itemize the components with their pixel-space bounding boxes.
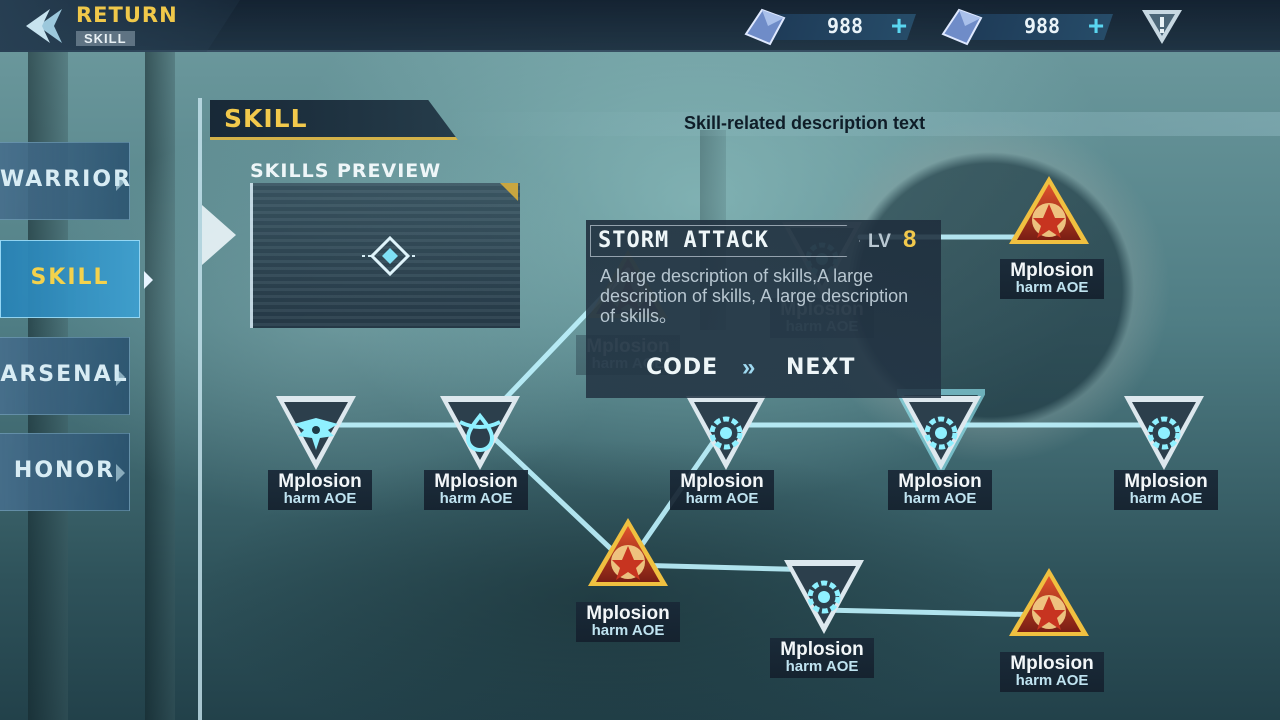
skill-node-name: Mplosion (1010, 260, 1094, 281)
skill-node-tags: harm AOE (439, 490, 513, 507)
skill-node-tags: harm AOE (903, 490, 977, 507)
preview-title: SKILLS PREVIEW (250, 160, 442, 182)
return-button[interactable]: RETURN SKILL (0, 0, 240, 52)
skill-node-name: Mplosion (278, 471, 362, 492)
skill-node-tags: harm AOE (591, 622, 665, 639)
skill-node-name: Mplosion (1010, 653, 1094, 674)
skill-node-name: Mplosion (680, 471, 764, 492)
preview-corner (500, 183, 518, 201)
sidebar-item-arsenal[interactable]: ARSENAL (0, 337, 130, 415)
skill-node-name: Mplosion (780, 639, 864, 660)
skill-node-tags: harm AOE (785, 658, 859, 675)
currency-bar (766, 14, 916, 40)
sidebar-item-label: WARRIOR (0, 167, 133, 192)
add-currency-button[interactable]: + (890, 10, 908, 41)
sidebar-item-label: ARSENAL (0, 362, 129, 387)
skill-node[interactable] (682, 388, 770, 472)
skill-description-caption: Skill-related description text (684, 113, 926, 133)
skill-fire-icon (1009, 176, 1089, 244)
sidebar-item-label: SKILL (30, 265, 110, 290)
currency-value: 988 (826, 14, 864, 38)
skill-node-name: Mplosion (1124, 471, 1208, 492)
currency-counter-2: 988 + (937, 8, 1122, 46)
skill-gear-icon (686, 396, 766, 470)
tab-notch (116, 368, 125, 386)
tooltip-level-value: 8 (903, 226, 917, 253)
currency-value: 988 (1023, 14, 1061, 38)
skill-node[interactable] (897, 388, 985, 472)
skill-tooltip (586, 220, 941, 398)
section-header (210, 100, 458, 140)
tab-notch (116, 173, 125, 191)
breadcrumb-label: SKILL (76, 31, 135, 46)
sidebar-item-skill[interactable]: SKILL (0, 240, 153, 318)
sidebar-item-honor[interactable]: HONOR (0, 433, 130, 511)
tooltip-level-label: LV (868, 231, 891, 252)
alert-icon[interactable] (1140, 6, 1184, 46)
skill-gear-icon (897, 389, 985, 472)
currency-bar (963, 14, 1113, 40)
tooltip-title-frame (590, 225, 860, 257)
skill-node-tags: harm AOE (1015, 672, 1089, 689)
back-arrow-icon (26, 9, 62, 43)
sidebar-item-warrior[interactable]: WARRIOR (0, 142, 130, 220)
skill-node[interactable] (272, 388, 360, 472)
crystal-icon (941, 8, 983, 46)
crystal-icon (744, 8, 786, 46)
header-band (440, 112, 1280, 136)
panel-divider-arrow (202, 205, 236, 265)
tooltip-description: A large description of skills,A large de… (600, 266, 909, 326)
skill-node-tags: harm AOE (1129, 490, 1203, 507)
section-title: SKILL (224, 104, 308, 133)
skill-node[interactable] (1120, 388, 1208, 472)
skill-node[interactable] (780, 552, 868, 636)
preview-play-icon[interactable] (362, 228, 418, 284)
currency-counter-1: 988 + (740, 8, 925, 46)
skill-node-name: Mplosion (434, 471, 518, 492)
panel-divider (198, 98, 202, 720)
add-currency-button[interactable]: + (1087, 10, 1105, 41)
skill-node-name: Mplosion (586, 603, 670, 624)
next-button[interactable]: NEXT (786, 355, 856, 380)
skill-fire-icon (1009, 568, 1089, 636)
double-chevron-icon: » (742, 354, 756, 381)
skill-fire-icon (588, 518, 668, 586)
skill-node[interactable] (436, 388, 524, 472)
tooltip-skill-name: STORM ATTACK (598, 228, 769, 253)
return-label: RETURN (76, 3, 178, 27)
skill-drop-icon (440, 396, 520, 470)
skill-node-tags: harm AOE (283, 490, 357, 507)
skill-node-tags: harm AOE (1015, 279, 1089, 296)
skill-node[interactable] (584, 516, 672, 600)
code-button[interactable]: CODE (646, 355, 719, 380)
skill-wing-icon (276, 396, 356, 470)
skill-node[interactable] (1005, 174, 1093, 258)
tab-notch (144, 271, 153, 289)
skill-gear-icon (1124, 396, 1204, 470)
skill-node-tags: harm AOE (685, 490, 759, 507)
skill-gear-icon (784, 560, 864, 634)
skill-node-name: Mplosion (898, 471, 982, 492)
skill-node[interactable] (1005, 566, 1093, 650)
sidebar-item-label: HONOR (13, 458, 116, 483)
tab-notch (116, 464, 125, 482)
